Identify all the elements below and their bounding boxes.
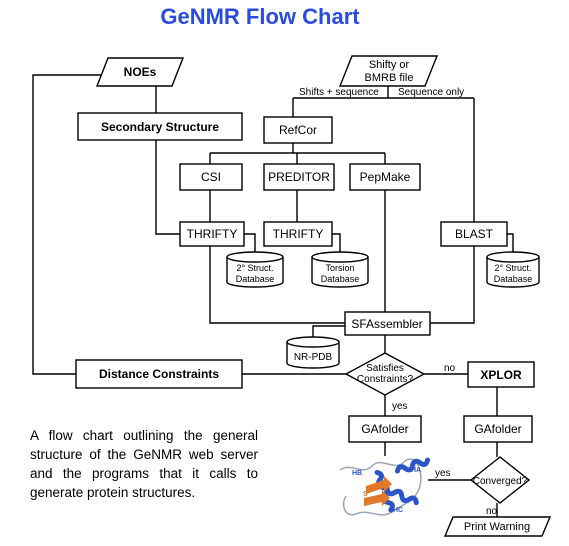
chart-title: GeNMR Flow Chart bbox=[160, 4, 360, 29]
label-yes-converged: yes bbox=[435, 468, 451, 479]
protein-structure-image: HB HA S HC bbox=[339, 457, 431, 516]
coil-trace bbox=[339, 458, 422, 516]
db-struct-1-line2: Database bbox=[236, 274, 275, 284]
protein-label-s: S bbox=[363, 491, 368, 498]
nr-pdb-label: NR-PDB bbox=[294, 352, 333, 363]
db-nr-pdb: NR-PDB bbox=[286, 336, 340, 369]
figure-caption: A flow chart outlining the general struc… bbox=[30, 428, 258, 500]
sheet-strand-1 bbox=[366, 476, 392, 494]
node-sfassembler: SFAssembler bbox=[344, 311, 431, 336]
edge-thrifty1-to-db bbox=[240, 233, 256, 252]
node-converged: Converged? bbox=[469, 456, 531, 504]
gafolder-1-label: GAfolder bbox=[361, 422, 408, 436]
shifty-label-line2: BMRB file bbox=[365, 72, 414, 84]
db-struct-1-line1: 2° Struct. bbox=[236, 263, 273, 273]
db-struct-2-line1: 2° Struct. bbox=[494, 263, 531, 273]
xplor-label: XPLOR bbox=[480, 368, 522, 382]
distance-constraints-label: Distance Constraints bbox=[99, 367, 219, 381]
edge-thrifty1-to-sfassembler bbox=[209, 246, 345, 324]
sfassembler-label: SFAssembler bbox=[351, 317, 422, 331]
node-noes: NOEs bbox=[95, 57, 185, 87]
noes-label: NOEs bbox=[124, 65, 157, 79]
label-sequence-only: Sequence only bbox=[398, 87, 464, 98]
edge-secondary-to-thrifty1 bbox=[155, 140, 180, 235]
helix-hb bbox=[374, 469, 395, 513]
db-torsion: Torsion Database bbox=[311, 251, 369, 288]
satisfies-line2: Constraints? bbox=[357, 374, 414, 385]
node-xplor: XPLOR bbox=[467, 361, 535, 388]
edge-nrpdb-to-sfassembler bbox=[312, 325, 345, 338]
node-print-warning: Print Warning bbox=[443, 516, 552, 537]
node-thrifty-2: THRIFTY bbox=[263, 221, 333, 247]
node-secondary-structure: Secondary Structure bbox=[77, 112, 243, 141]
node-gafolder-2: GAfolder bbox=[463, 415, 533, 443]
helix-ha bbox=[394, 457, 431, 474]
refcor-label: RefCor bbox=[279, 123, 317, 137]
node-satisfies-constraints: Satisfies Constraints? bbox=[344, 352, 426, 396]
protein-label-hc: HC bbox=[393, 507, 403, 514]
gafolder-2-label: GAfolder bbox=[474, 422, 521, 436]
node-blast: BLAST bbox=[440, 221, 508, 247]
node-refcor: RefCor bbox=[263, 116, 333, 144]
shifty-label-line1: Shifty or bbox=[369, 59, 410, 71]
db-torsion-line2: Database bbox=[321, 274, 360, 284]
node-thrifty-1: THRIFTY bbox=[179, 221, 245, 247]
db-torsion-line1: Torsion bbox=[325, 263, 354, 273]
thrifty-1-label: THRIFTY bbox=[187, 227, 238, 241]
node-pepmake: PepMake bbox=[349, 163, 421, 191]
label-yes-satisfies: yes bbox=[392, 401, 408, 412]
protein-label-ha: HA bbox=[411, 467, 421, 474]
node-shifty-file: Shifty or BMRB file bbox=[338, 55, 439, 87]
label-shifts-sequence: Shifts + sequence bbox=[299, 87, 379, 98]
label-no-satisfies: no bbox=[444, 363, 456, 374]
print-warning-label: Print Warning bbox=[464, 521, 530, 533]
node-csi: CSI bbox=[179, 163, 243, 191]
db-secondary-structure-2: 2° Struct. Database bbox=[486, 251, 540, 288]
edge-noes-to-distance bbox=[32, 74, 105, 375]
node-gafolder-1: GAfolder bbox=[348, 415, 422, 443]
thrifty-2-label: THRIFTY bbox=[273, 227, 324, 241]
sheet-strand-2 bbox=[364, 490, 390, 506]
connectors bbox=[32, 74, 514, 517]
satisfies-line1: Satisfies bbox=[366, 363, 404, 374]
csi-label: CSI bbox=[201, 170, 221, 184]
node-distance-constraints: Distance Constraints bbox=[75, 359, 243, 389]
preditor-label: PREDITOR bbox=[268, 170, 330, 184]
protein-label-hb: HB bbox=[352, 470, 362, 477]
db-secondary-structure-1: 2° Struct. Database bbox=[226, 251, 284, 288]
label-no-converged: no bbox=[486, 506, 498, 517]
blast-label: BLAST bbox=[455, 227, 494, 241]
db-struct-2-line2: Database bbox=[494, 274, 533, 284]
secondary-structure-label: Secondary Structure bbox=[101, 120, 219, 134]
converged-label: Converged? bbox=[473, 476, 528, 487]
node-preditor: PREDITOR bbox=[263, 163, 335, 191]
pepmake-label: PepMake bbox=[360, 170, 411, 184]
edge-blast-to-sfassembler bbox=[430, 246, 475, 324]
